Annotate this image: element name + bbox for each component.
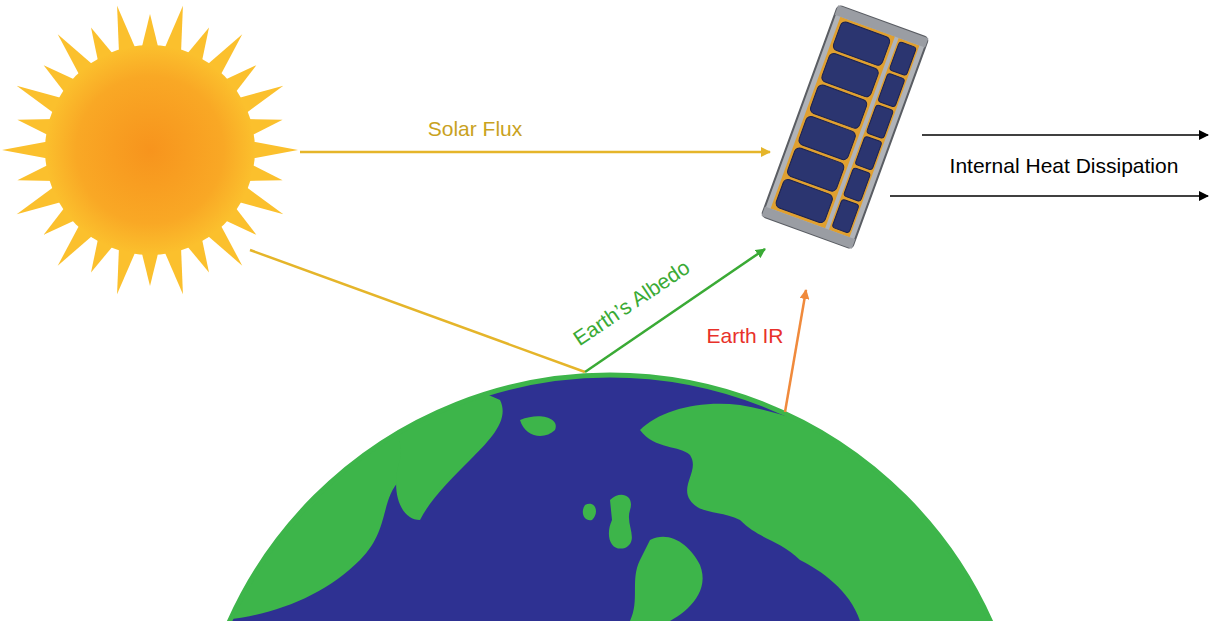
cubesat-rail	[762, 206, 856, 248]
albedo-label: Earth’s Albedo	[569, 255, 694, 351]
sun-ray	[141, 250, 159, 286]
panel-backing	[771, 17, 895, 229]
solar-cell	[855, 136, 882, 170]
sun-ray	[2, 141, 50, 159]
solar-cell	[889, 41, 916, 75]
cubesat-rail	[835, 5, 929, 47]
earth-rim	[193, 375, 1027, 621]
cubesat-frame	[762, 5, 929, 248]
solar-cell	[866, 104, 893, 138]
heat-arrow	[922, 134, 1208, 136]
earth-ir-arrow	[785, 290, 806, 412]
incident-ray	[250, 250, 585, 372]
solar-cells	[775, 21, 917, 234]
flux-label: Solar Flux	[428, 117, 523, 141]
solar-flux-arrow	[300, 151, 770, 154]
sun	[45, 45, 255, 255]
solar-cell	[832, 199, 859, 233]
earth-ir-label: Earth IR	[706, 324, 783, 348]
cubesat	[762, 5, 929, 248]
continents	[180, 386, 1010, 621]
solar-cell	[843, 167, 870, 201]
heat-label: Internal Heat Dissipation	[950, 154, 1179, 178]
sun-ray	[141, 14, 159, 50]
earth	[180, 375, 1027, 621]
solar-cell	[878, 73, 905, 107]
heat-arrow	[890, 195, 1208, 197]
sun-ray	[250, 141, 298, 159]
